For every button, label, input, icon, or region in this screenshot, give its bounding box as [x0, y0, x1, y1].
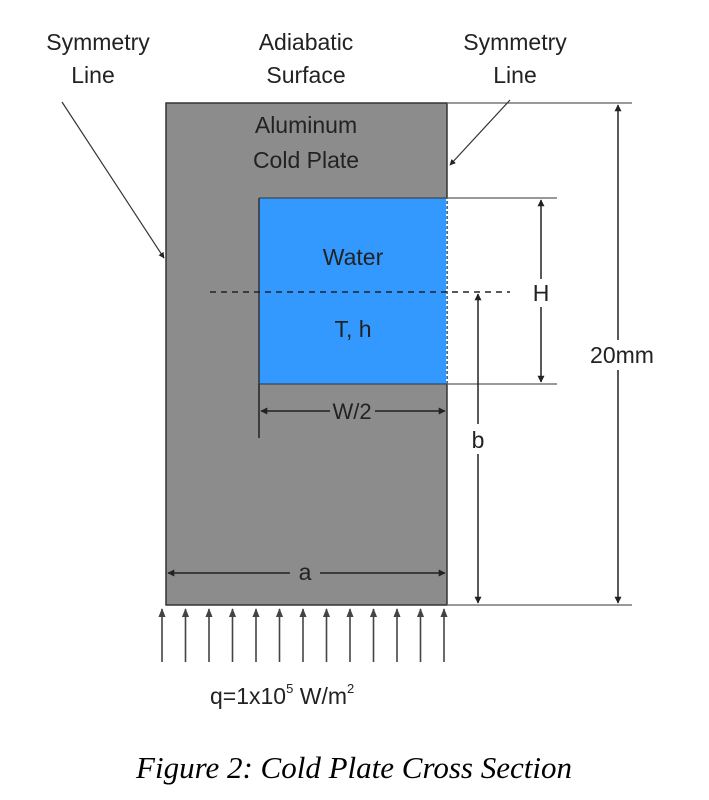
water-label: Water	[323, 244, 384, 270]
symmetry-left-label-line2: Line	[71, 62, 114, 88]
channel-height-label: H	[533, 280, 550, 306]
heat-flux-arrows	[158, 608, 448, 662]
symmetry-right-label-line1: Symmetry	[463, 29, 567, 55]
offset-b-label: b	[472, 427, 485, 453]
plate-label-line1: Aluminum	[255, 112, 357, 138]
heat-flux-exponent: 5	[286, 681, 293, 696]
heat-flux-unit: W/m	[293, 683, 347, 709]
figure-caption: Figure 2: Cold Plate Cross Section	[135, 750, 572, 785]
symmetry-right-label-line2: Line	[493, 62, 536, 88]
heat-flux-base: q=1x10	[210, 683, 286, 709]
adiabatic-label-line2: Surface	[266, 62, 345, 88]
width-a-label: a	[299, 559, 312, 585]
symmetry-left-leader	[61, 101, 165, 259]
adiabatic-label-line1: Adiabatic	[259, 29, 354, 55]
water-properties-label: T, h	[334, 316, 371, 342]
heat-flux-label: q=1x105 W/m2	[210, 681, 354, 709]
heat-flux-unit-exponent: 2	[347, 681, 354, 696]
thickness-label: 20mm	[590, 342, 654, 368]
water-channel	[259, 198, 447, 384]
half-width-label: W/2	[332, 399, 371, 424]
symmetry-left-label-line1: Symmetry	[46, 29, 150, 55]
plate-label-line2: Cold Plate	[253, 147, 359, 173]
symmetry-right-leader	[449, 99, 511, 166]
